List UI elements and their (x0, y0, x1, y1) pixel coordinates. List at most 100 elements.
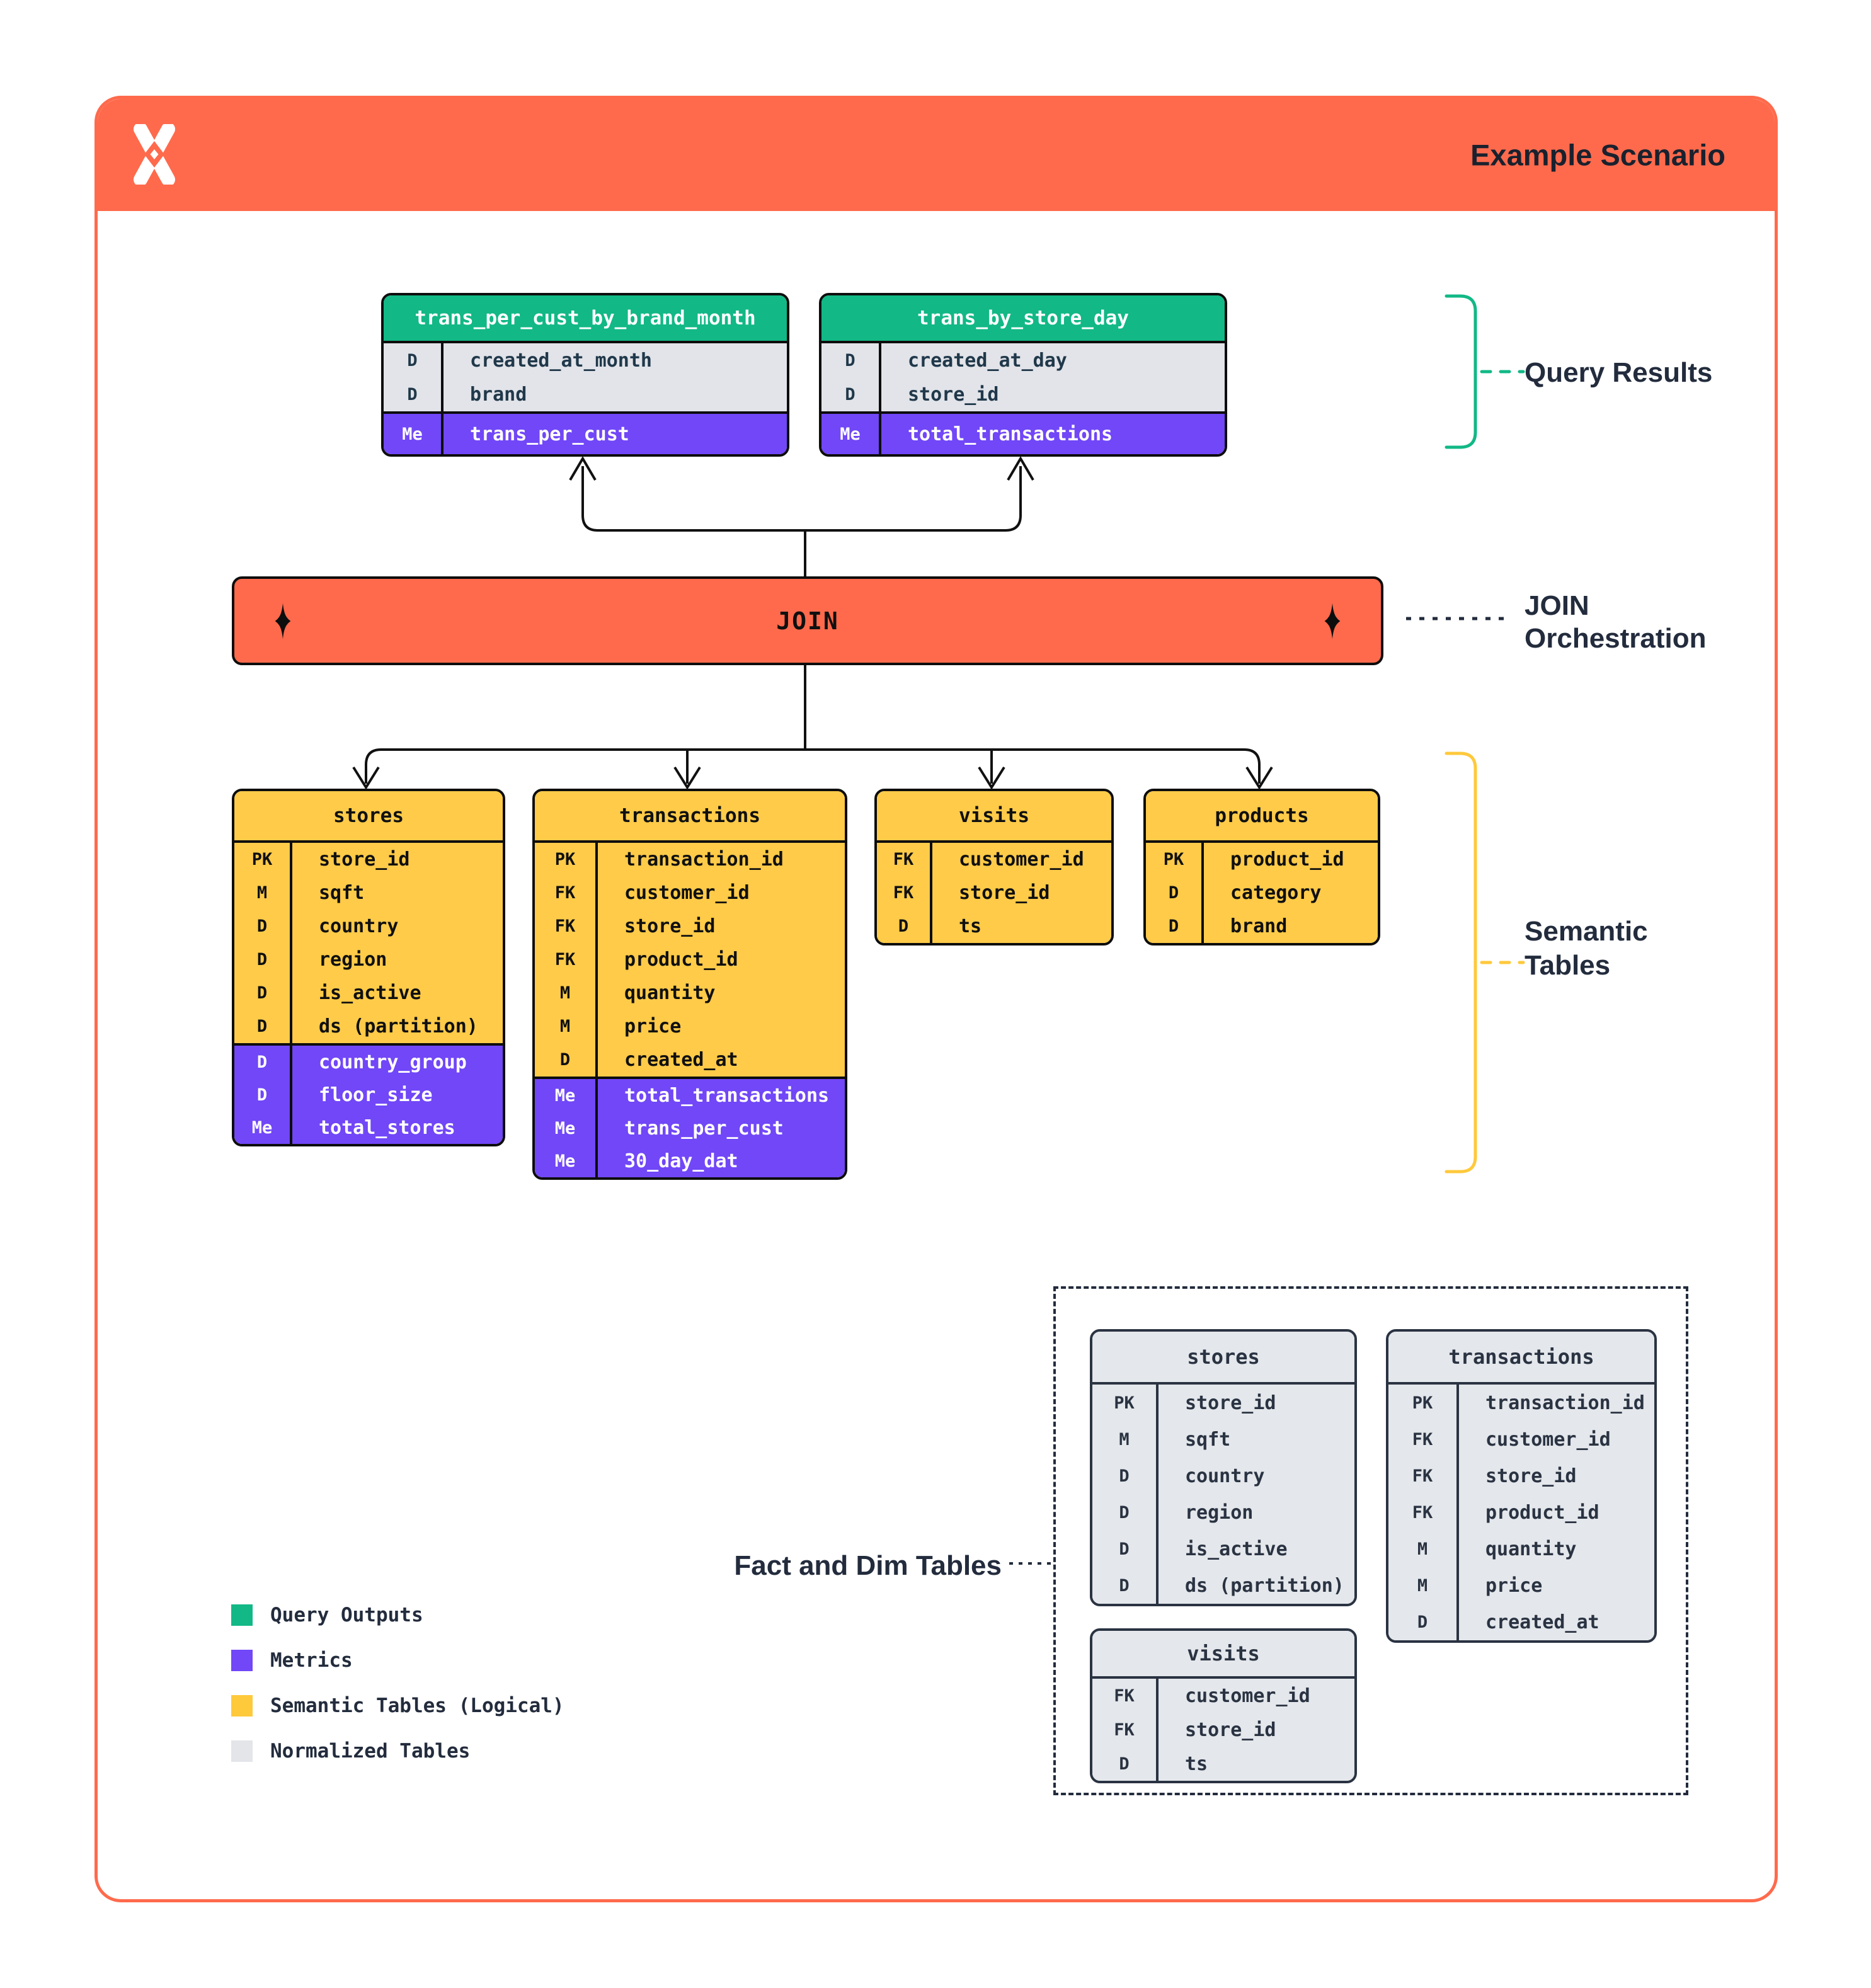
row-key: Me (535, 1079, 598, 1112)
row-key: D (821, 343, 881, 377)
table-row: PK product_id (1146, 843, 1378, 876)
table-row: PK store_id (234, 843, 503, 876)
legend-swatch-normalized-tables (231, 1740, 253, 1762)
row-key: D (877, 910, 932, 943)
row-key: PK (1092, 1385, 1159, 1421)
dagster-x-logo-icon (134, 124, 175, 185)
row-field: sqft (319, 882, 365, 904)
row-field: store_id (1185, 1391, 1276, 1414)
row-key: D (1092, 1747, 1159, 1781)
table-title: transactions (535, 791, 845, 840)
row-key: FK (535, 943, 598, 976)
row-key: PK (1146, 843, 1204, 876)
row-key: PK (234, 843, 292, 876)
row-key: D (1146, 910, 1204, 943)
row-key: D (1092, 1567, 1159, 1604)
row-field: product_id (1230, 848, 1344, 871)
row-field: total_stores (319, 1116, 455, 1139)
row-field: transaction_id (624, 848, 784, 871)
row-field: trans_per_cust (470, 423, 629, 445)
row-key: D (234, 943, 292, 976)
legend-swatch-metrics (231, 1650, 253, 1671)
table-title: stores (1092, 1332, 1354, 1382)
row-field: store_id (1185, 1718, 1276, 1741)
table-row: FK customer_id (1092, 1679, 1354, 1713)
legend-item-normalized-tables: Normalized Tables (231, 1740, 470, 1762)
row-field: store_id (319, 848, 410, 871)
row-key: M (1388, 1567, 1459, 1604)
row-key: D (1146, 876, 1204, 910)
row-field: created_at_month (470, 349, 652, 372)
table-title: trans_by_store_day (821, 295, 1225, 341)
row-field: category (1230, 882, 1322, 904)
legend-swatch-query-outputs (231, 1604, 253, 1626)
row-key: Me (821, 414, 881, 454)
legend-label-semantic-tables: Semantic Tables (Logical) (270, 1694, 564, 1717)
row-key: FK (1092, 1679, 1159, 1713)
row-key: FK (1388, 1421, 1459, 1458)
table-title: products (1146, 791, 1378, 840)
row-field: region (319, 949, 387, 971)
row-field: country (319, 915, 399, 937)
row-key: D (1388, 1604, 1459, 1640)
join-orchestration-label: JOIN Orchestration (1525, 590, 1707, 654)
row-key: D (234, 976, 292, 1010)
row-key: Me (535, 1145, 598, 1177)
card-header-bar: Example Scenario (98, 99, 1775, 211)
row-key: FK (1388, 1458, 1459, 1494)
row-key: D (1092, 1458, 1159, 1494)
row-field: brand (470, 383, 527, 406)
row-key: D (821, 377, 881, 411)
row-field: ts (1185, 1752, 1208, 1775)
table-row: FK product_id (535, 943, 845, 976)
row-key: D (234, 1078, 292, 1111)
row-field: created_at (624, 1049, 738, 1071)
row-field: ds (partition) (1185, 1574, 1344, 1597)
table-title: visits (877, 791, 1111, 840)
row-key: M (1388, 1531, 1459, 1567)
row-field: product_id (624, 949, 738, 971)
row-field: brand (1230, 915, 1288, 937)
row-key: FK (1092, 1713, 1159, 1747)
legend-item-metrics: Metrics (231, 1649, 353, 1672)
legend-label-normalized-tables: Normalized Tables (270, 1740, 471, 1762)
row-field: store_id (624, 915, 716, 937)
table-row: PK store_id (1092, 1385, 1354, 1421)
row-field: price (1485, 1574, 1543, 1597)
row-field: trans_per_cust (624, 1117, 784, 1140)
join-diamond-left-icon (275, 603, 291, 639)
row-key: Me (535, 1112, 598, 1145)
table-title: trans_per_cust_by_brand_month (384, 295, 787, 341)
row-field: sqft (1185, 1428, 1231, 1451)
table-row: Me trans_per_cust (535, 1112, 845, 1145)
legend-swatch-semantic-tables (231, 1695, 253, 1717)
join-bar: JOIN (232, 576, 1383, 665)
row-field: customer_id (1185, 1684, 1310, 1707)
fact-dim-label: Fact and Dim Tables (734, 1550, 1002, 1581)
row-key: D (234, 1010, 292, 1043)
row-key: FK (877, 876, 932, 910)
